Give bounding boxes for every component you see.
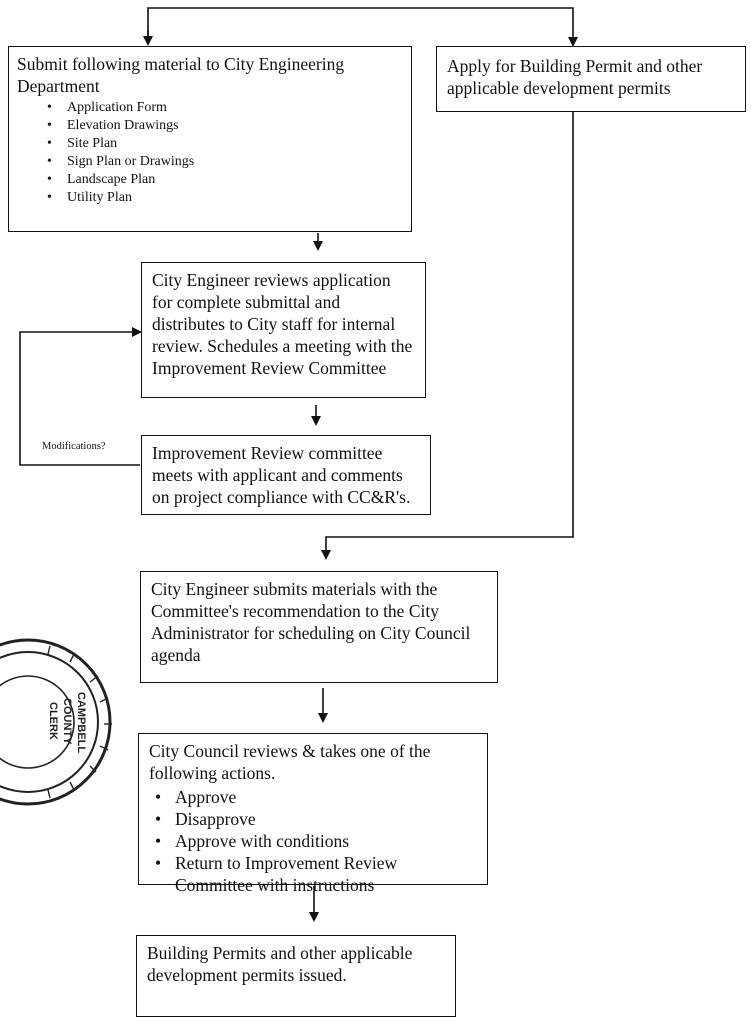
submit-materials-text: Submit following material to City Engine… bbox=[17, 54, 345, 96]
modifications-loop bbox=[19, 327, 142, 466]
permit-path-connector bbox=[321, 112, 574, 560]
apply-permit-text: Apply for Building Permit and other appl… bbox=[447, 56, 703, 98]
seal-line-3: CLERK bbox=[47, 702, 59, 740]
committee-text: Improvement Review committee meets with … bbox=[152, 443, 411, 507]
engineer-review-text: City Engineer reviews application for co… bbox=[152, 270, 413, 378]
modifications-label: Modifications? bbox=[42, 441, 106, 452]
list-item: Sign Plan or Drawings bbox=[41, 153, 403, 171]
engineer-submit-box: City Engineer submits materials with the… bbox=[140, 571, 498, 683]
submit-materials-box: Submit following material to City Engine… bbox=[8, 46, 412, 232]
list-item: Approve with conditions bbox=[149, 830, 477, 852]
seal-line-2: COUNTY bbox=[61, 698, 73, 745]
engineer-review-box: City Engineer reviews application for co… bbox=[141, 262, 426, 398]
engineer-submit-text: City Engineer submits materials with the… bbox=[151, 579, 471, 665]
split-connector bbox=[147, 7, 578, 47]
list-item: Site Plan bbox=[41, 135, 403, 153]
seal-line-1: CAMPBELL bbox=[75, 692, 87, 753]
submit-materials-list: Application Form Elevation Drawings Site… bbox=[41, 99, 403, 207]
council-review-box: City Council reviews & takes one of the … bbox=[138, 733, 488, 895]
list-item: Application Form bbox=[41, 99, 403, 117]
committee-box: Improvement Review committee meets with … bbox=[141, 435, 431, 515]
list-item: Elevation Drawings bbox=[41, 117, 403, 135]
list-item: Return to Improvement Review Committee w… bbox=[149, 852, 477, 896]
council-actions-list: Approve Disapprove Approve with conditio… bbox=[149, 786, 477, 896]
list-item: Approve bbox=[149, 786, 477, 808]
apply-permit-box: Apply for Building Permit and other appl… bbox=[436, 46, 746, 112]
permits-issued-box: Building Permits and other applicable de… bbox=[136, 935, 456, 1017]
list-item: Disapprove bbox=[149, 808, 477, 830]
permits-issued-text: Building Permits and other applicable de… bbox=[147, 943, 413, 985]
list-item: Utility Plan bbox=[41, 189, 403, 207]
county-clerk-seal: CAMPBELL COUNTY CLERK bbox=[0, 638, 112, 806]
council-review-text: City Council reviews & takes one of the … bbox=[149, 741, 431, 783]
list-item: Landscape Plan bbox=[41, 171, 403, 189]
